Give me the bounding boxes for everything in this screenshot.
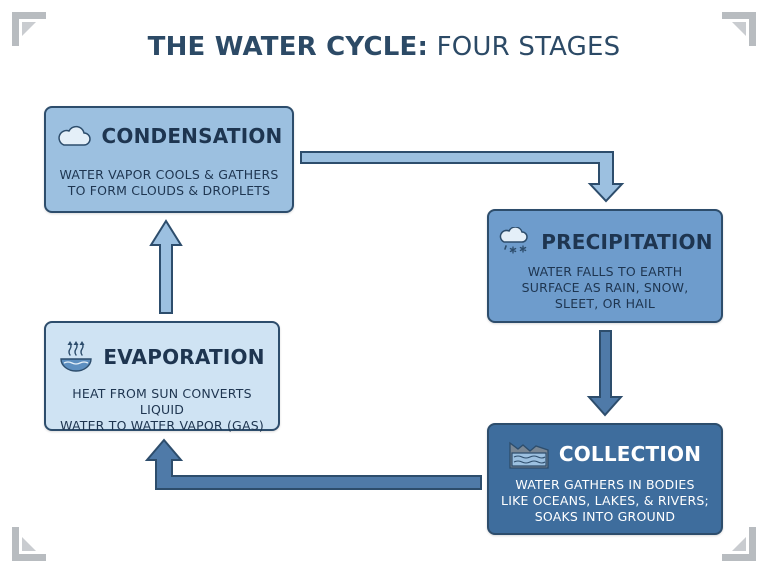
stage-description: WATER VAPOR COOLS & GATHERS TO FORM CLOU… bbox=[52, 167, 286, 199]
stage-box-collection: COLLECTION WATER GATHERS IN BODIES LIKE … bbox=[487, 423, 723, 535]
stage-name: CONDENSATION bbox=[101, 124, 283, 148]
description-line: TO FORM CLOUDS & DROPLETS bbox=[67, 183, 271, 198]
description-line: WATER VAPOR COOLS & GATHERS bbox=[59, 167, 279, 182]
description-line: SOAKS INTO GROUND bbox=[534, 509, 676, 524]
stage-name: COLLECTION bbox=[558, 442, 702, 466]
corner-bracket-top-right bbox=[722, 12, 756, 46]
corner-bracket-top-left bbox=[12, 12, 46, 46]
description-line: WATER TO WATER VAPOR (GAS) bbox=[60, 418, 264, 433]
water-body-icon bbox=[509, 441, 549, 469]
rain-snow-cloud-icon bbox=[500, 227, 528, 254]
evaporating-water-icon bbox=[60, 341, 93, 372]
diagram-title: THE WATER CYCLE: FOUR STAGES bbox=[0, 32, 768, 62]
stage-description: WATER GATHERS IN BODIES LIKE OCEANS, LAK… bbox=[495, 477, 715, 525]
description-line: SURFACE AS RAIN, SNOW, bbox=[521, 280, 689, 295]
stage-header: EVAPORATION bbox=[46, 341, 278, 373]
stage-description: HEAT FROM SUN CONVERTS LIQUID WATER TO W… bbox=[52, 386, 272, 434]
description-line: WATER FALLS TO EARTH bbox=[527, 264, 683, 279]
stage-name: EVAPORATION bbox=[103, 345, 265, 369]
title-light-part: FOUR STAGES bbox=[436, 32, 621, 62]
arrow-condensation-to-precipitation bbox=[300, 151, 625, 203]
stage-header: PRECIPITATION bbox=[489, 227, 721, 257]
stage-box-condensation: CONDENSATION WATER VAPOR COOLS & GATHERS… bbox=[44, 106, 294, 213]
stage-description: WATER FALLS TO EARTH SURFACE AS RAIN, SN… bbox=[495, 264, 715, 312]
title-bold-part: THE WATER CYCLE: bbox=[147, 32, 429, 62]
stage-header: COLLECTION bbox=[489, 439, 721, 469]
stage-box-evaporation: EVAPORATION HEAT FROM SUN CONVERTS LIQUI… bbox=[44, 321, 280, 434]
cloud-icon bbox=[57, 125, 91, 146]
description-line: SLEET, OR HAIL bbox=[554, 296, 656, 311]
arrow-evaporation-to-condensation bbox=[149, 219, 183, 314]
stage-box-precipitation: PRECIPITATION WATER FALLS TO EARTH SURFA… bbox=[487, 209, 723, 323]
corner-bracket-bottom-left bbox=[12, 527, 46, 561]
description-line: HEAT FROM SUN CONVERTS LIQUID bbox=[72, 386, 252, 417]
description-line: WATER GATHERS IN BODIES bbox=[515, 477, 695, 492]
arrow-collection-to-evaporation bbox=[144, 438, 482, 490]
corner-bracket-bottom-right bbox=[722, 527, 756, 561]
stage-name: PRECIPITATION bbox=[541, 230, 713, 254]
stage-header: CONDENSATION bbox=[46, 124, 292, 148]
arrow-precipitation-to-collection bbox=[586, 330, 624, 417]
description-line: LIKE OCEANS, LAKES, & RIVERS; bbox=[501, 493, 709, 508]
